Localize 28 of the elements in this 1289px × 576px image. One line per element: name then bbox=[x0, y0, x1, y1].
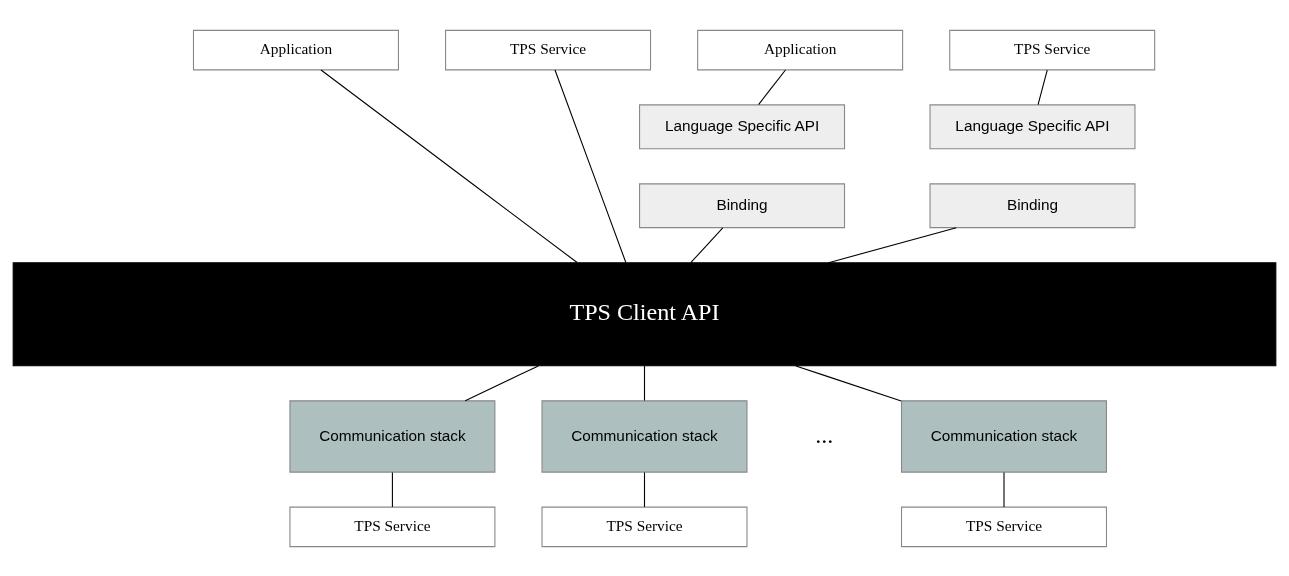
node-box: Communication stack bbox=[541, 399, 748, 473]
node-box: TPS Service bbox=[541, 506, 748, 547]
connector bbox=[643, 471, 646, 507]
connector bbox=[391, 471, 393, 507]
node-box: Communication stack bbox=[289, 399, 496, 473]
node-box: Application bbox=[192, 29, 399, 70]
connector bbox=[320, 69, 578, 263]
node-box: Communication stack bbox=[900, 399, 1108, 473]
node-box: TPS Service bbox=[445, 29, 652, 70]
connector bbox=[828, 226, 957, 263]
connector bbox=[795, 364, 902, 402]
node-box: Application bbox=[697, 29, 904, 70]
connector bbox=[554, 69, 627, 263]
node-box: Binding bbox=[639, 182, 846, 228]
connector bbox=[690, 226, 724, 263]
node-box: TPS Service bbox=[289, 506, 496, 547]
label: ... bbox=[815, 421, 834, 448]
connector bbox=[1003, 471, 1005, 507]
connector bbox=[758, 68, 787, 105]
node-box: Language Specific API bbox=[639, 103, 846, 149]
connector bbox=[643, 364, 646, 401]
node-box: Binding bbox=[929, 182, 1136, 228]
connector bbox=[464, 364, 539, 401]
node-box: Language Specific API bbox=[929, 103, 1136, 149]
node-box: TPS Service bbox=[949, 29, 1156, 70]
node-box: TPS Service bbox=[900, 506, 1108, 547]
node-box: TPS Client API bbox=[12, 261, 1277, 366]
connector bbox=[1037, 68, 1048, 105]
